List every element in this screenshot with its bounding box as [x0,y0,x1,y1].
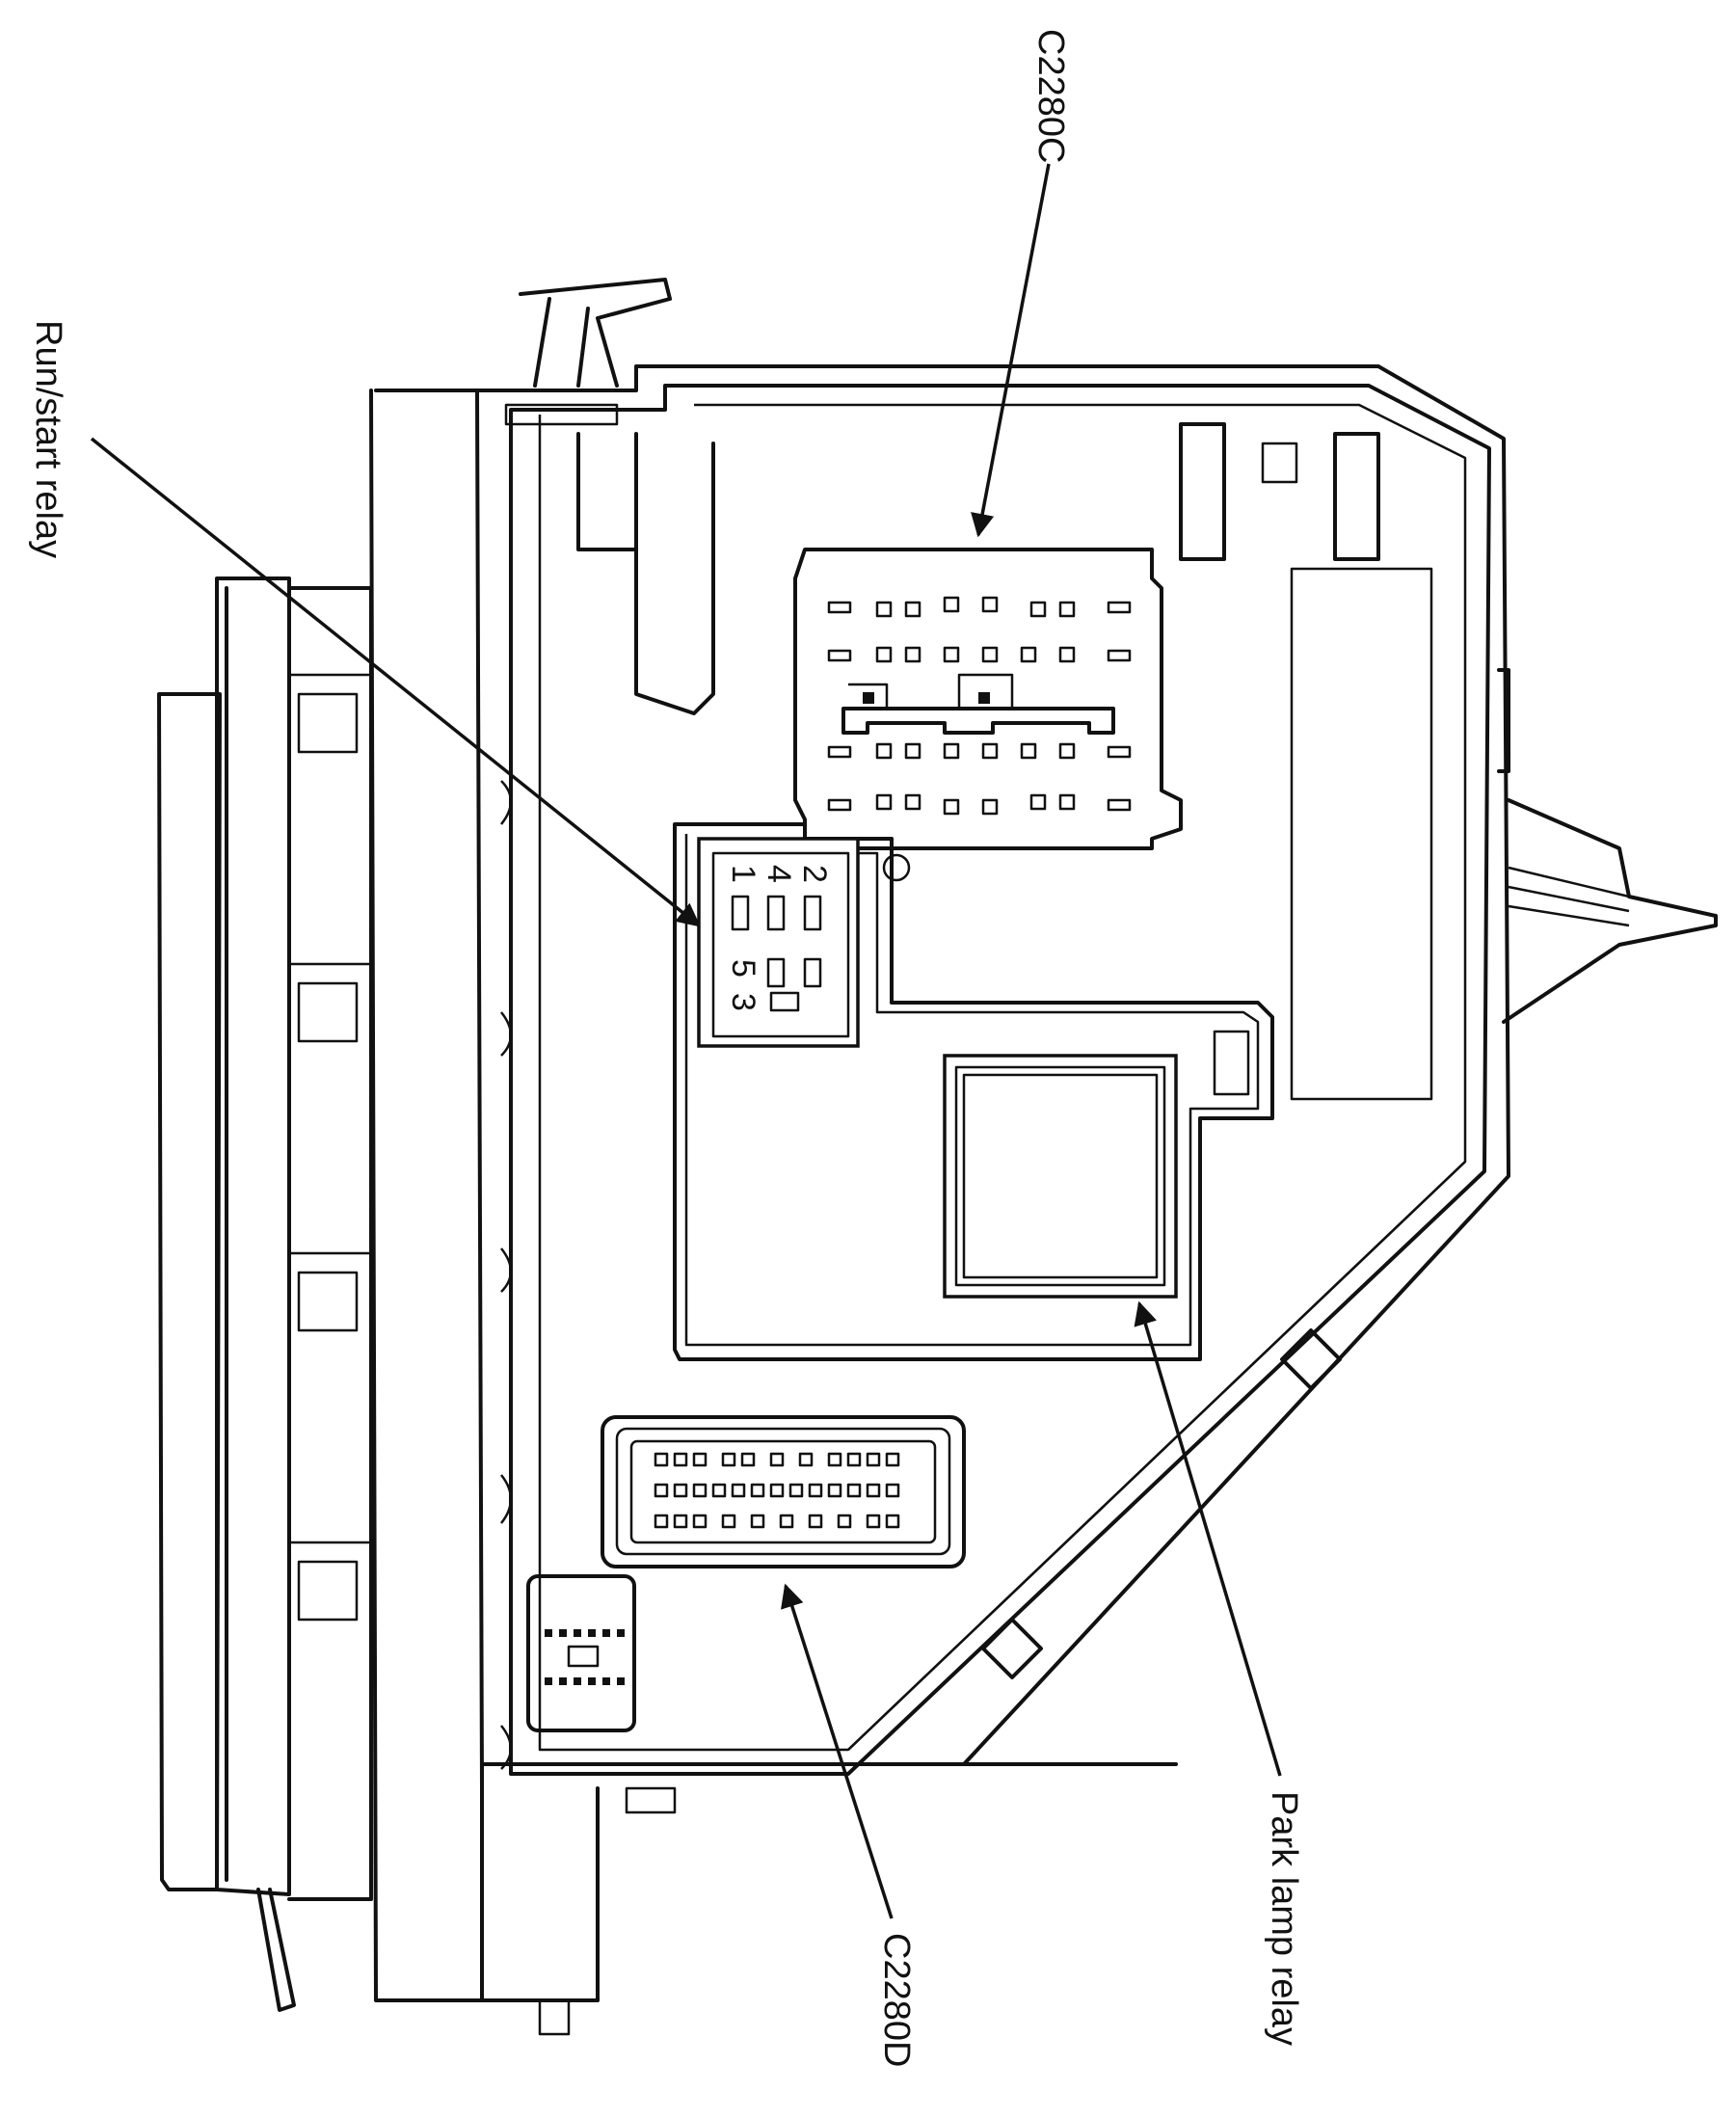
relay-pin-5: 5 [725,959,761,978]
relay-socket-pins [731,895,822,1012]
relay-pin-2: 2 [796,865,833,883]
label-c2280c: C2280C [1030,29,1071,163]
c2280c-connector [793,548,1183,850]
label-run-start-relay: Run/start relay [28,320,68,558]
left-bracket [157,576,373,2012]
c2280d-connector [526,1415,966,1732]
relay-area: 2 4 1 5 3 [673,822,1274,1361]
leader-c2280d [781,1583,894,1919]
relay-pin-1: 1 [725,865,761,883]
label-park-lamp-relay: Park lamp relay [1264,1791,1304,2046]
main-housing [369,278,1718,2036]
label-c2280d: C2280D [876,1933,917,2067]
relay-pin-3: 3 [725,993,761,1011]
leader-c2280c [971,163,1051,538]
leader-run-start-relay [90,437,701,927]
relay-pin-4: 4 [761,865,797,883]
leader-park-lamp-relay [1134,1300,1282,1777]
